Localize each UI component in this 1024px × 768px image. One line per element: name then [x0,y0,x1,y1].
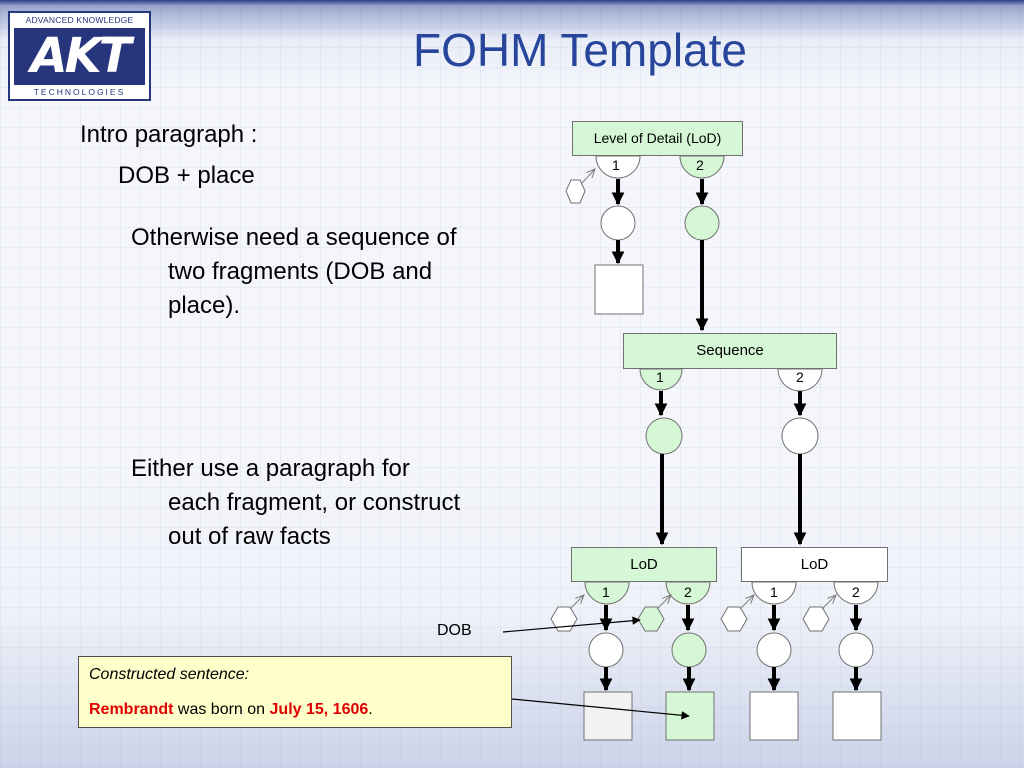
dob-place-text: DOB + place [118,162,255,189]
right-lod-slot-1 [751,581,797,605]
left-lod-slot-1 [584,581,630,605]
either-line-3: out of raw facts [168,523,331,550]
sequence-slot-number-2: 2 [796,369,804,385]
top-leaf-square [594,264,644,315]
sentence-pointer-line [511,698,690,720]
sequence-slot-2 [777,368,823,392]
bottom-leaf-square-1 [583,691,633,741]
left-slot-number-1: 1 [602,584,610,600]
logo-bottom-text: TECHNOLOGIES [33,87,126,97]
constructed-sentence-note: Constructed sentence: Rembrandt was born… [78,656,512,728]
otherwise-line-3: place). [168,292,241,319]
logo-mark-band: AKT [14,28,145,85]
sequence-box: Sequence [623,333,837,369]
dob-label: DOB [437,622,472,639]
bottom-node-1 [588,632,624,668]
top-slot-number-2: 2 [696,157,704,173]
hexagon-icon [802,606,830,632]
sequence-slot-1 [639,368,683,391]
bottom-node-4 [838,632,874,668]
hexagon-icon [720,606,748,632]
left-lod-slot-2 [665,581,711,605]
lod-right-box: LoD [741,547,888,582]
akt-logo: ADVANCED KNOWLEDGE AKT TECHNOLOGIES [8,11,151,101]
sequence-slot-number-1: 1 [656,369,664,385]
bottom-leaf-square-3 [749,691,799,741]
lod-left-label: LoD [630,556,658,573]
logo-mark: AKT [30,28,131,84]
otherwise-line-2: two fragments (DOB and [168,258,433,285]
right-slot-number-2: 2 [852,584,860,600]
bottom-leaf-square-4 [832,691,882,741]
bottom-node-3 [756,632,792,668]
intro-paragraph-text: Intro paragraph : [80,121,258,148]
lod-top-label: Level of Detail (LoD) [593,130,722,146]
right-slot-number-1: 1 [770,584,778,600]
lod-top-box: Level of Detail (LoD) [572,121,743,156]
note-subject: Rembrandt [89,701,174,718]
right-lod-slot-2 [833,581,879,605]
otherwise-line-1: Otherwise need a sequence of [131,224,457,251]
bottom-node-2 [671,632,707,668]
lod-right-label: LoD [800,556,829,573]
lod-left-box: LoD [571,547,717,582]
logo-top-text: ADVANCED KNOWLEDGE [25,15,134,25]
top-slot-number-1: 1 [612,157,620,173]
bottom-leaf-square-2 [665,691,715,741]
top-lod-slot-2 [679,155,725,179]
slide-title: FOHM Template [412,24,748,76]
top-node-2 [684,205,720,241]
note-end: . [368,701,373,718]
top-node-1 [600,205,636,241]
note-date: July 15, 1606 [269,701,369,718]
sequence-node-1 [645,417,683,455]
hexagon-icon [565,179,586,204]
left-slot-number-2: 2 [684,584,692,600]
either-line-2: each fragment, or construct [168,489,461,516]
dob-hexagon-icon [637,606,665,632]
sequence-node-2 [781,417,819,455]
note-heading: Constructed sentence: [89,666,250,683]
either-line-1: Either use a paragraph for [131,455,410,482]
top-lod-slot-1 [595,155,641,179]
note-sentence: Rembrandt was born on July 15, 1606. [89,701,373,719]
note-middle: was born on [173,701,270,718]
dob-pointer-line [502,616,641,633]
hexagon-icon [550,606,578,632]
sequence-label: Sequence [696,342,764,359]
